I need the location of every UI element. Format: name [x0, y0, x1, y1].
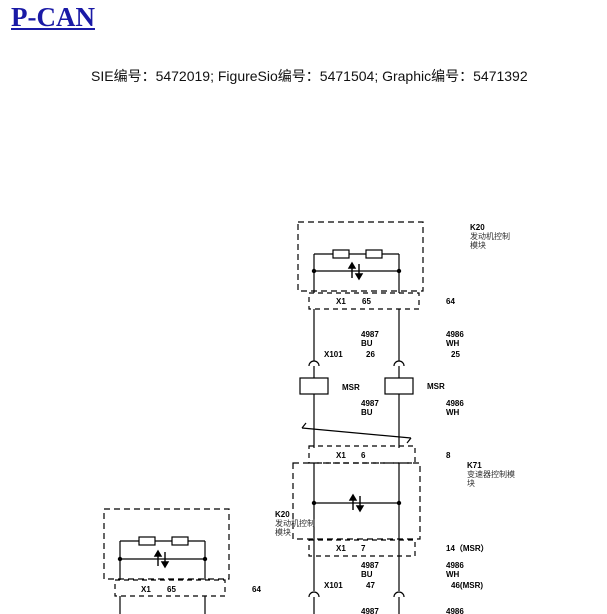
k20-module-box [297, 221, 424, 292]
k71-conn-bot: X1 [336, 544, 346, 553]
bot-x101-pin-b: 46(MSR) [451, 581, 483, 590]
k20-b-conn: X1 [141, 585, 151, 594]
break-line [301, 427, 412, 439]
graphic-label: Graphic编号： [382, 68, 474, 84]
separator-1: ; [210, 68, 218, 84]
sie-value: 5472019 [155, 68, 211, 84]
k20-id: K20 [470, 223, 485, 232]
graphic-value: 5471392 [473, 68, 528, 84]
k20-bottom-module-box [103, 508, 230, 580]
sie-label: SIE编号： [91, 68, 156, 84]
msr-label-b: MSR [427, 382, 445, 391]
bot-color-a: BU [361, 570, 373, 579]
bot-x101-pin-a: 47 [366, 581, 375, 590]
k20-b-name-2: 模块 [275, 527, 291, 537]
k20-conn: X1 [336, 297, 346, 306]
k20-b-id: K20 [275, 510, 290, 519]
k20-name-1: 发动机控制 [470, 231, 510, 241]
x101-connector-a [308, 360, 320, 367]
k71-pin-top-b: 8 [446, 451, 451, 460]
bot-x101-conn: X101 [324, 581, 343, 590]
bidirectional-arrow-icon [153, 549, 170, 569]
x101-bottom-connector-a [308, 591, 320, 598]
x101-pin-b: 25 [451, 350, 460, 359]
x101-conn: X101 [324, 350, 343, 359]
mid-color-a: BU [361, 408, 373, 417]
figure-label: FigureSio编号： [217, 68, 320, 84]
mid-circuit-b: 4986 [446, 399, 464, 408]
k20-pin-a: 65 [362, 297, 371, 306]
k71-pin-top-a: 6 [361, 451, 366, 460]
bot-circuit-a: 4987 [361, 561, 379, 570]
k71-conn-top: X1 [336, 451, 346, 460]
resistor-1 [332, 249, 350, 259]
k20-pin-b: 64 [446, 297, 455, 306]
color-a: BU [361, 339, 373, 348]
mid-color-b: WH [446, 408, 460, 417]
x101-pin-a: 26 [366, 350, 375, 359]
k71-connector-bottom-box [308, 539, 416, 557]
bot-color-b: WH [446, 570, 460, 579]
cut-circuit-b: 4986 [446, 607, 464, 614]
k71-pin-bot-b: 14（MSR） [446, 543, 489, 553]
circuit-a: 4987 [361, 330, 379, 339]
document-metadata: SIE编号：5472019; FigureSio编号：5471504; Grap… [91, 66, 528, 86]
msr-label-a: MSR [342, 383, 360, 392]
bot-circuit-b: 4986 [446, 561, 464, 570]
bidirectional-arrow-icon [348, 493, 365, 513]
separator-2: ; [374, 68, 383, 84]
k71-name-2: 块 [467, 478, 475, 488]
k20-connector-box [308, 292, 420, 310]
resistor-4 [171, 536, 189, 546]
k20-b-pin-b: 64 [252, 585, 261, 594]
k20-bottom-connector-box [114, 579, 226, 597]
cut-circuit-a: 4987 [361, 607, 379, 614]
mid-circuit-a: 4987 [361, 399, 379, 408]
k20-name-2: 模块 [470, 240, 486, 250]
page-title-link[interactable]: P-CAN [11, 2, 95, 32]
k71-connector-top-box [308, 445, 416, 464]
k20-b-name-1: 发动机控制 [275, 518, 315, 528]
k20-b-pin-a: 65 [167, 585, 176, 594]
x101-bottom-connector-b [393, 591, 405, 598]
k71-pin-bot-a: 7 [361, 544, 366, 553]
k71-name-1: 变速器控制模 [467, 469, 515, 479]
x101-connector-b [393, 360, 405, 367]
k71-module-box [292, 462, 421, 540]
circuit-b: 4986 [446, 330, 464, 339]
bidirectional-arrow-icon [347, 261, 364, 281]
resistor-2 [365, 249, 383, 259]
resistor-3 [138, 536, 156, 546]
color-b: WH [446, 339, 460, 348]
msr-box-b [384, 377, 414, 395]
msr-box-a [299, 377, 329, 395]
figure-value: 5471504 [319, 68, 375, 84]
k71-id: K71 [467, 461, 482, 470]
